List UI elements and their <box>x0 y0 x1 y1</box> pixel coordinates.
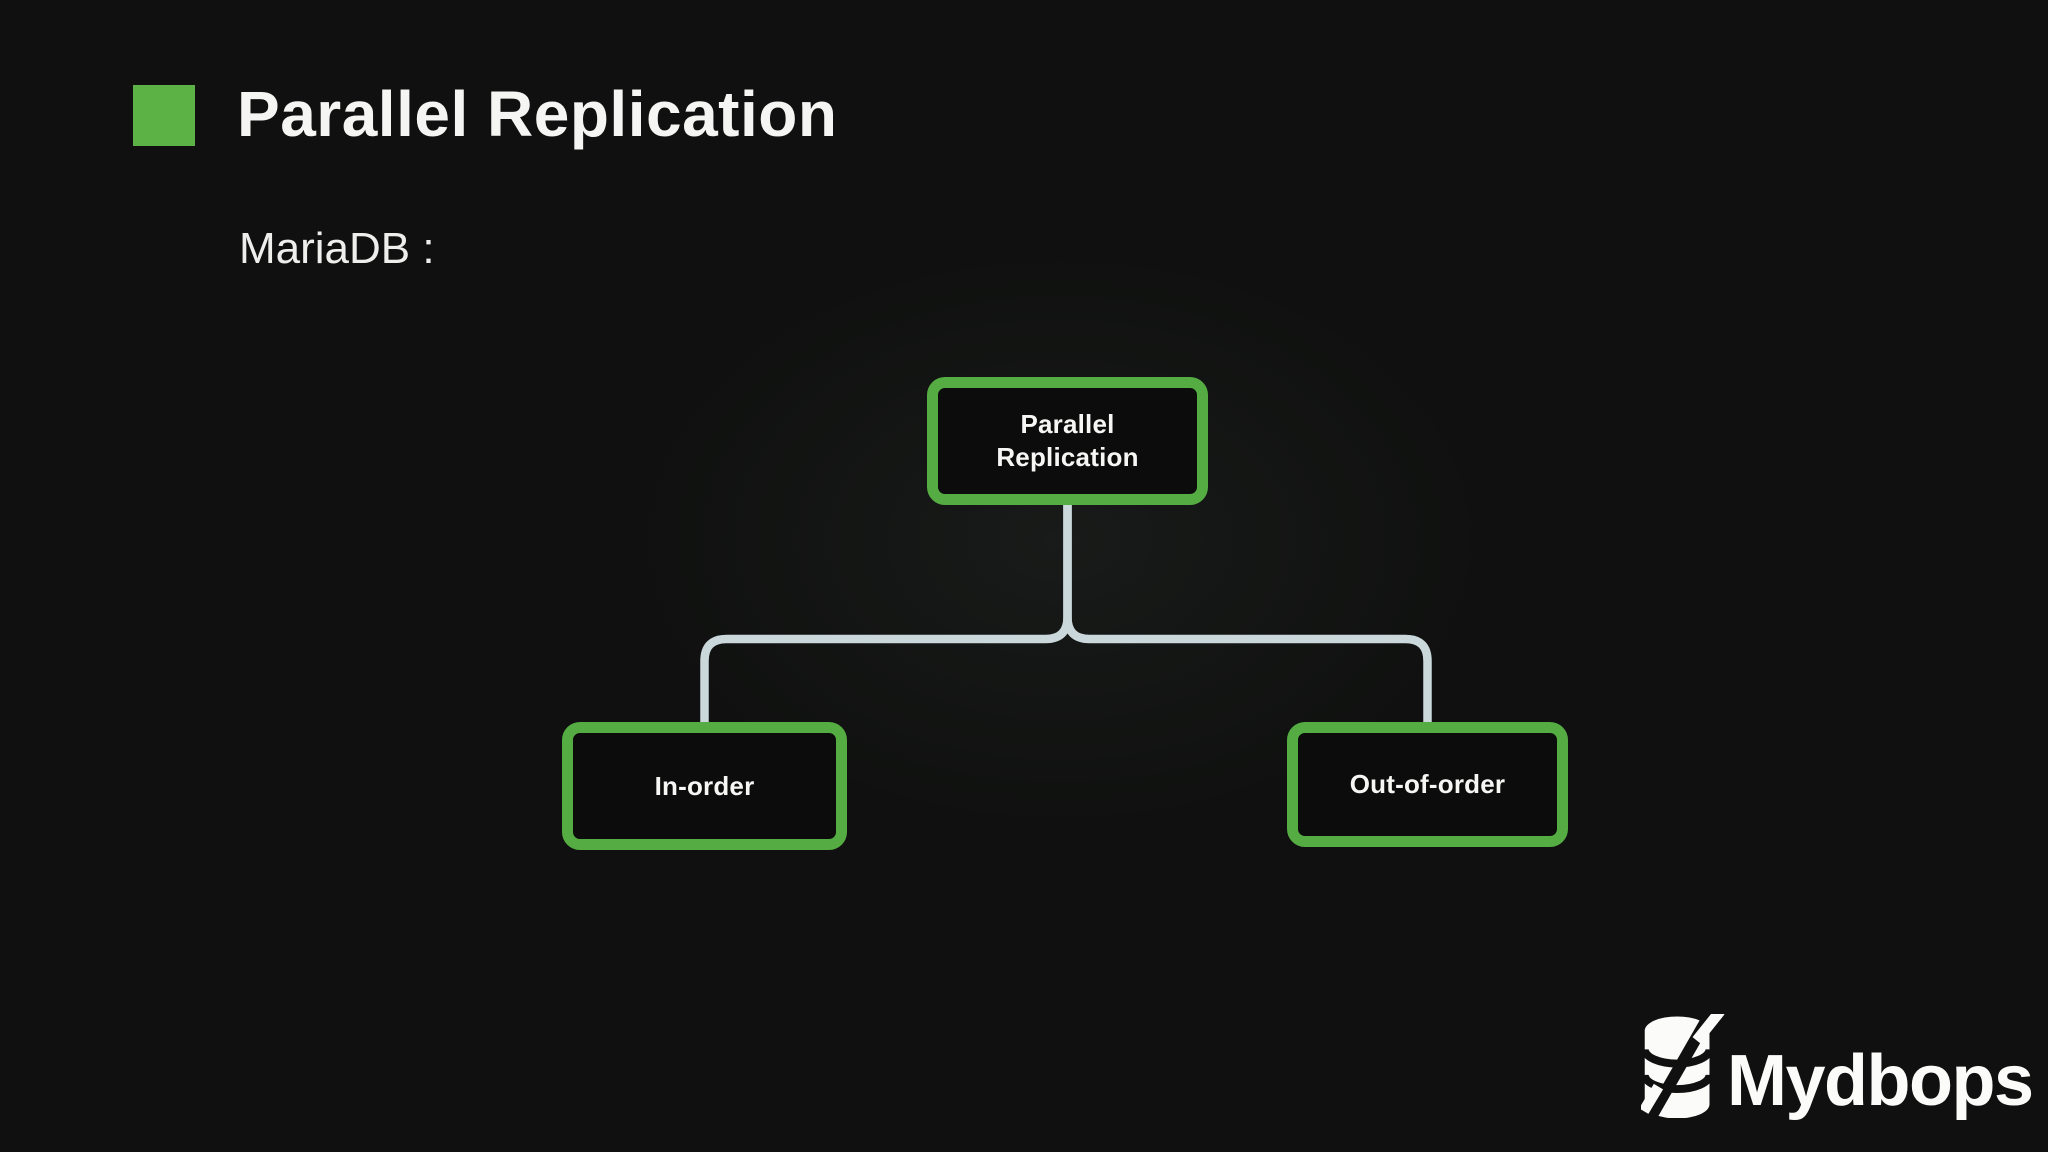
tree-node-parallel-replication: Parallel Replication <box>927 377 1208 505</box>
subtitle-text: MariaDB : <box>239 224 435 273</box>
connector-left-branch <box>700 503 1072 724</box>
title-accent-square <box>133 85 195 146</box>
node-label: Out-of-order <box>1349 769 1506 799</box>
mydbops-logo: Mydbops <box>1641 1012 2041 1122</box>
logo-wordmark: Mydbops <box>1727 1041 2034 1121</box>
connector-right-branch <box>1063 503 1432 724</box>
tree-node-in-order: In-order <box>562 722 847 850</box>
node-label: Parallel Replication <box>996 409 1139 472</box>
page-title: Parallel Replication <box>237 78 838 150</box>
tree-node-out-of-order: Out-of-order <box>1287 722 1568 847</box>
database-bolt-icon <box>1641 1014 1725 1118</box>
node-label: In-order <box>654 770 755 801</box>
